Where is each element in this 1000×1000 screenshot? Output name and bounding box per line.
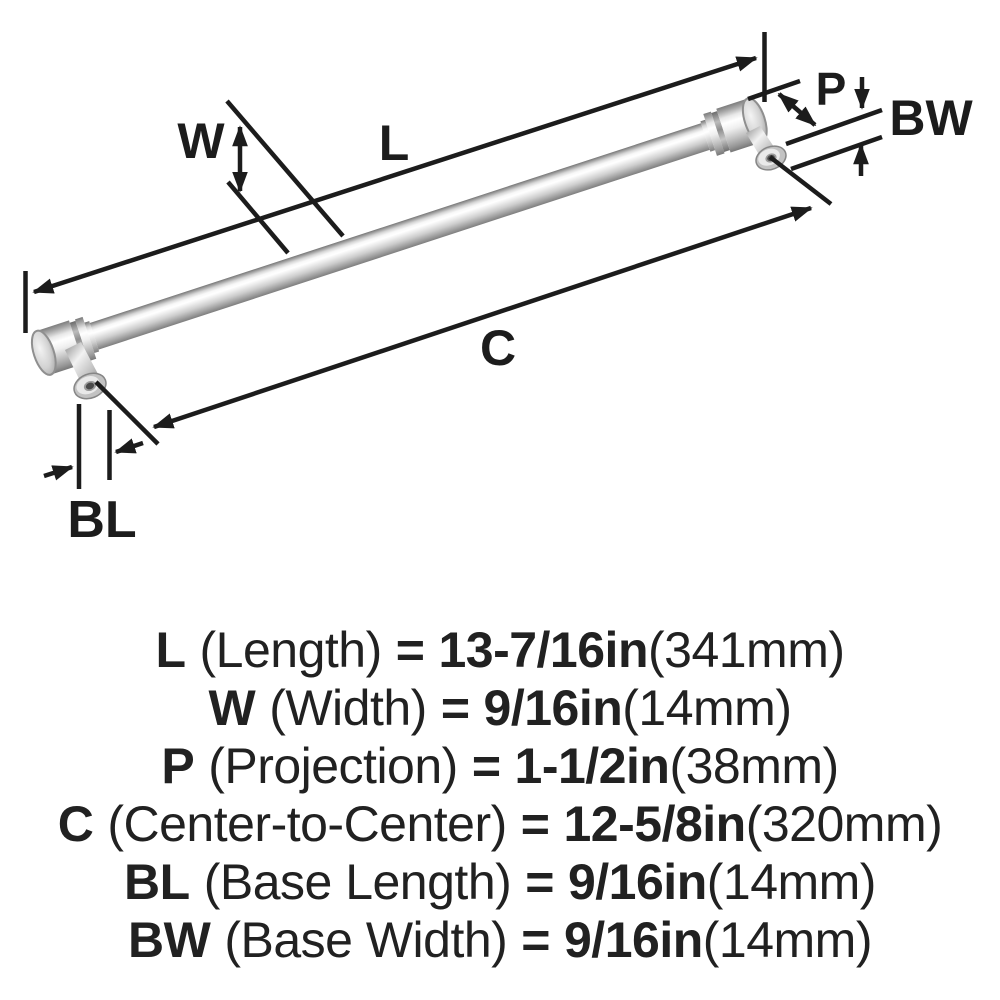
spec-line-projection: P(Projection)=1-1/2in(38mm) [0, 737, 1000, 795]
spec-equals: = [440, 680, 470, 736]
spec-value-in: 9/16in [483, 680, 623, 736]
dim-W-tick-top [225, 99, 345, 238]
spec-equals: = [521, 912, 550, 968]
left-foot-post [65, 342, 98, 383]
dimension-diagram: W L P C BL BW [23, 32, 973, 549]
spec-name: (Length) [199, 622, 383, 678]
spec-name: (Projection) [208, 738, 458, 794]
dim-W-tick-bottom [226, 180, 290, 255]
spec-equals: = [471, 738, 501, 794]
dim-L-line [32, 55, 758, 295]
spec-symbol: L [155, 622, 186, 678]
dim-label-L: L [379, 115, 410, 171]
dim-label-W: W [177, 113, 225, 169]
dim-BW-line-bottom [790, 134, 883, 172]
left-ring [74, 316, 97, 362]
spec-name: (Center-to-Center) [107, 796, 507, 852]
spec-line-base-width: BW(Base Width)=9/16in(14mm) [0, 911, 1000, 969]
spec-value-mm: (320mm) [745, 796, 943, 852]
dim-BW-line-top [785, 107, 883, 147]
dim-label-BL: BL [67, 491, 136, 549]
spec-name: (Base Length) [203, 854, 512, 910]
spec-equals: = [520, 796, 550, 852]
dim-label-P: P [816, 63, 847, 115]
left-screw-hole [85, 382, 95, 390]
left-cap-face [30, 329, 57, 376]
spec-value-in: 13-7/16in [438, 622, 648, 678]
dim-P-arrow [777, 92, 817, 127]
spec-equals: = [525, 854, 554, 910]
spec-symbol: C [57, 796, 94, 852]
spec-value-mm: (341mm) [647, 622, 845, 678]
dim-label-BW: BW [889, 90, 973, 146]
dim-P-extension-line [747, 78, 801, 102]
spec-value-in: 1-1/2in [514, 738, 670, 794]
spec-symbol: BL [124, 854, 190, 910]
spec-line-width: W(Width)=9/16in(14mm) [0, 679, 1000, 737]
dim-C-tick-right [768, 155, 833, 206]
spec-line-center-to-center: C(Center-to-Center)=12-5/8in(320mm) [0, 795, 1000, 853]
dim-C-tick-left [94, 380, 160, 446]
spec-line-length: L(Length)=13-7/16in(341mm) [0, 621, 1000, 679]
spec-value-in: 12-5/8in [563, 796, 747, 852]
dimension-spec-list: L(Length)=13-7/16in(341mm) W(Width)=9/16… [0, 621, 1000, 969]
spec-symbol: BW [128, 912, 211, 968]
spec-name: (Width) [269, 680, 427, 736]
dim-BL-arrow-right [114, 438, 144, 455]
spec-symbol: P [161, 738, 195, 794]
spec-value-mm: (14mm) [622, 680, 792, 736]
spec-name: (Base Width) [224, 912, 508, 968]
spec-symbol: W [208, 680, 256, 736]
spec-value-mm: (14mm) [706, 854, 877, 910]
spec-line-base-length: BL(Base Length)=9/16in(14mm) [0, 853, 1000, 911]
spec-value-mm: (14mm) [702, 912, 873, 968]
dim-BL-arrow-left [43, 464, 74, 481]
dim-label-C: C [480, 320, 516, 376]
spec-value-mm: (38mm) [669, 738, 839, 794]
spec-value-in: 9/16in [564, 912, 703, 968]
left-neck [84, 321, 100, 354]
left-foot [65, 342, 107, 400]
spec-value-in: 9/16in [567, 854, 707, 910]
dim-C-line [152, 205, 813, 430]
spec-equals: = [395, 622, 425, 678]
